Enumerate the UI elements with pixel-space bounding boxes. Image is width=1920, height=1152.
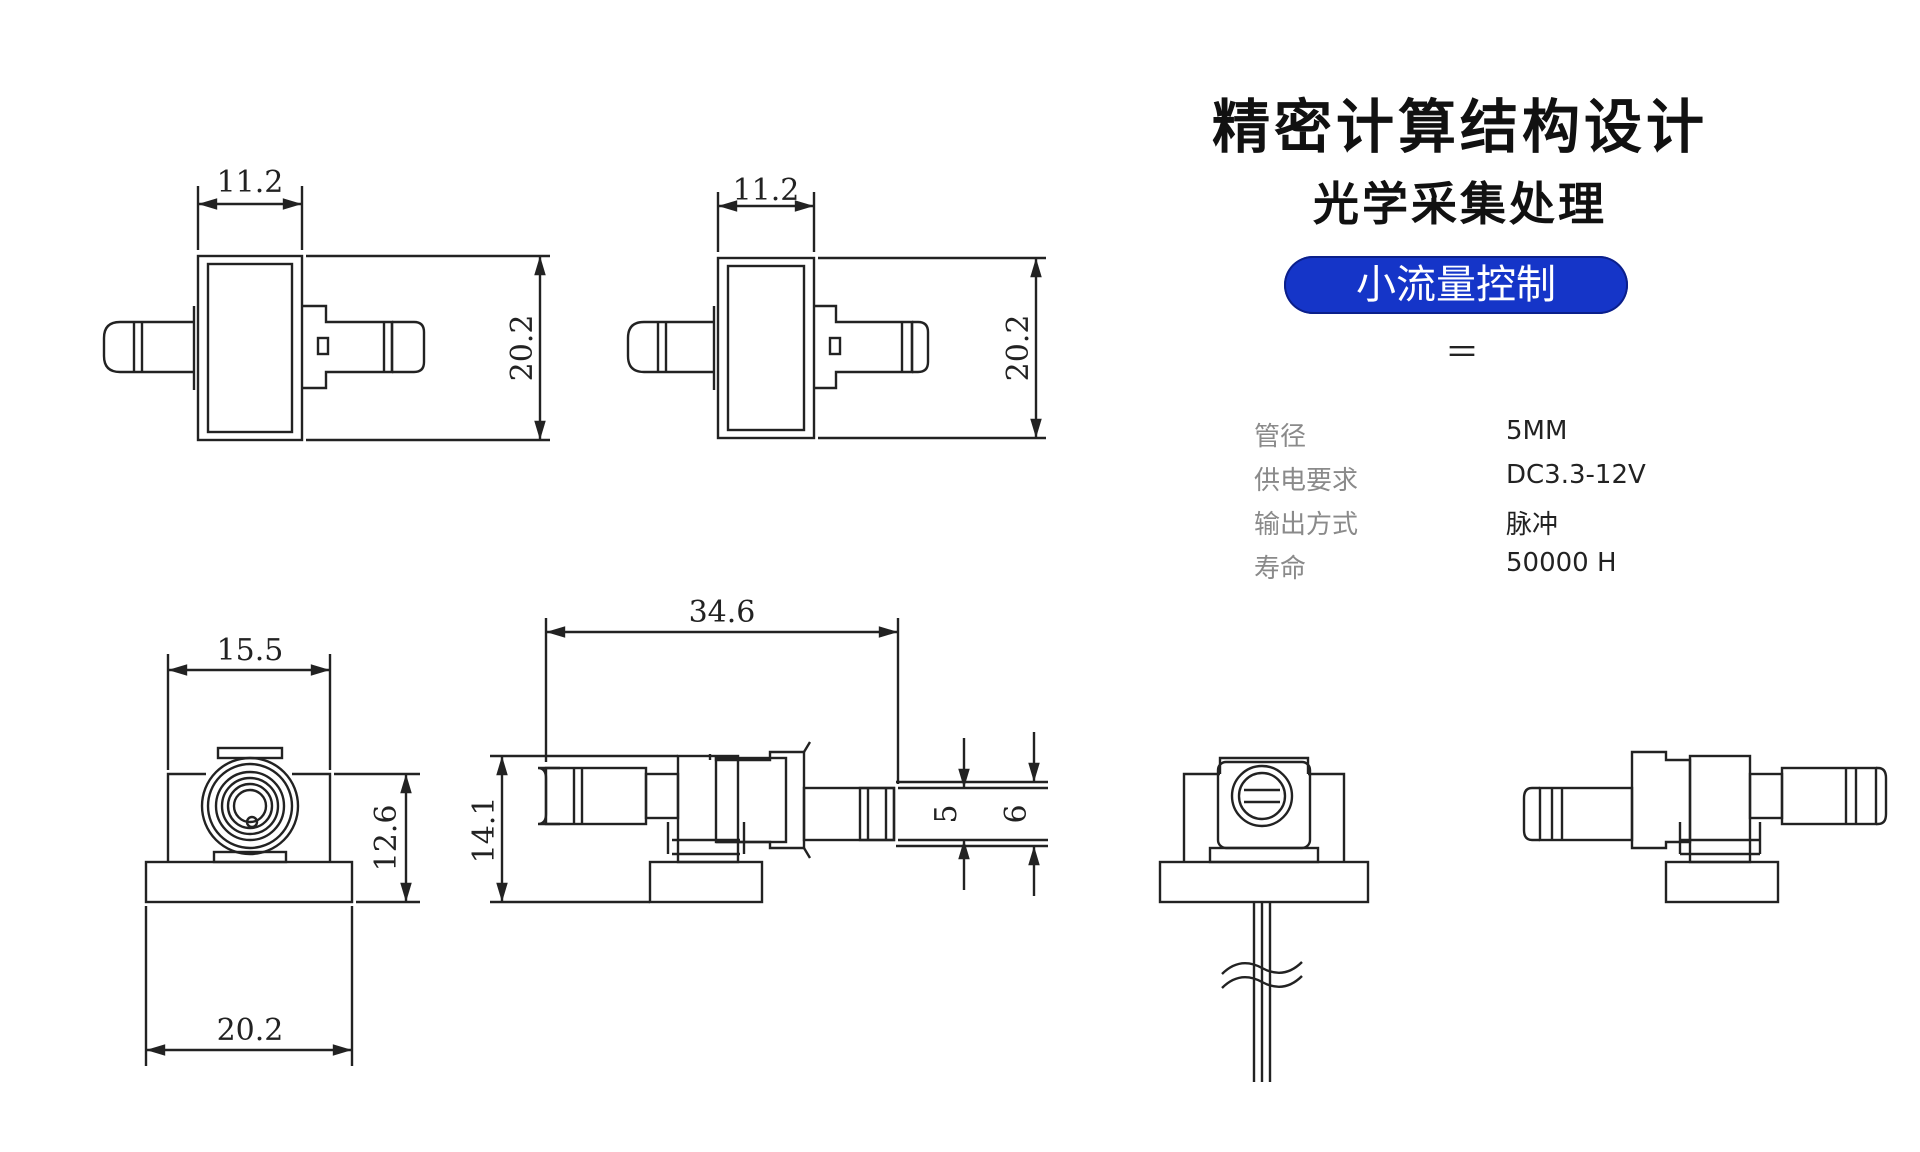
- dim-v1-height: 20.2: [505, 315, 540, 382]
- page-title: 精密计算结构设计: [1211, 93, 1708, 161]
- view-5-front: [1158, 756, 1370, 1082]
- dim-v3-side: 12.6: [369, 805, 404, 872]
- spec-label: 输出方式: [1254, 510, 1359, 540]
- spec-label: 寿命: [1254, 554, 1307, 584]
- view-3-front: [144, 654, 420, 1066]
- spec-row: 输出方式 脉冲: [1254, 504, 1754, 544]
- dim-v4-length: 34.6: [689, 595, 756, 630]
- dim-v4-inner: 5: [929, 804, 964, 823]
- dim-v2-width: 11.2: [733, 173, 800, 208]
- page-subtitle: 光学采集处理: [1313, 177, 1607, 231]
- spec-label: 管径: [1254, 422, 1307, 452]
- dim-v3-bottom: 20.2: [217, 1013, 284, 1048]
- feature-badge: 小流量控制: [1284, 256, 1628, 314]
- dim-v3-top: 15.5: [217, 633, 284, 668]
- view-4-side: [490, 618, 1048, 904]
- spec-row: 管径 5MM: [1254, 416, 1754, 456]
- dim-v4-outer: 6: [999, 804, 1034, 823]
- dim-v2-height: 20.2: [1001, 315, 1036, 382]
- spec-value: 脉冲: [1506, 510, 1559, 540]
- dim-v4-height: 14.1: [467, 797, 502, 864]
- spec-value: 5MM: [1506, 416, 1568, 446]
- spec-row: 寿命 50000 H: [1254, 548, 1754, 588]
- dim-v1-width: 11.2: [217, 165, 284, 200]
- spec-value: 50000 H: [1506, 548, 1617, 578]
- view-6-side: [1522, 750, 1888, 904]
- separator-mark: ＝: [1445, 333, 1479, 373]
- spec-label: 供电要求: [1254, 466, 1359, 496]
- view-2-top: [626, 192, 1046, 440]
- spec-row: 供电要求 DC3.3-12V: [1254, 460, 1754, 500]
- spec-value: DC3.3-12V: [1506, 460, 1646, 490]
- view-1-top: [102, 186, 550, 442]
